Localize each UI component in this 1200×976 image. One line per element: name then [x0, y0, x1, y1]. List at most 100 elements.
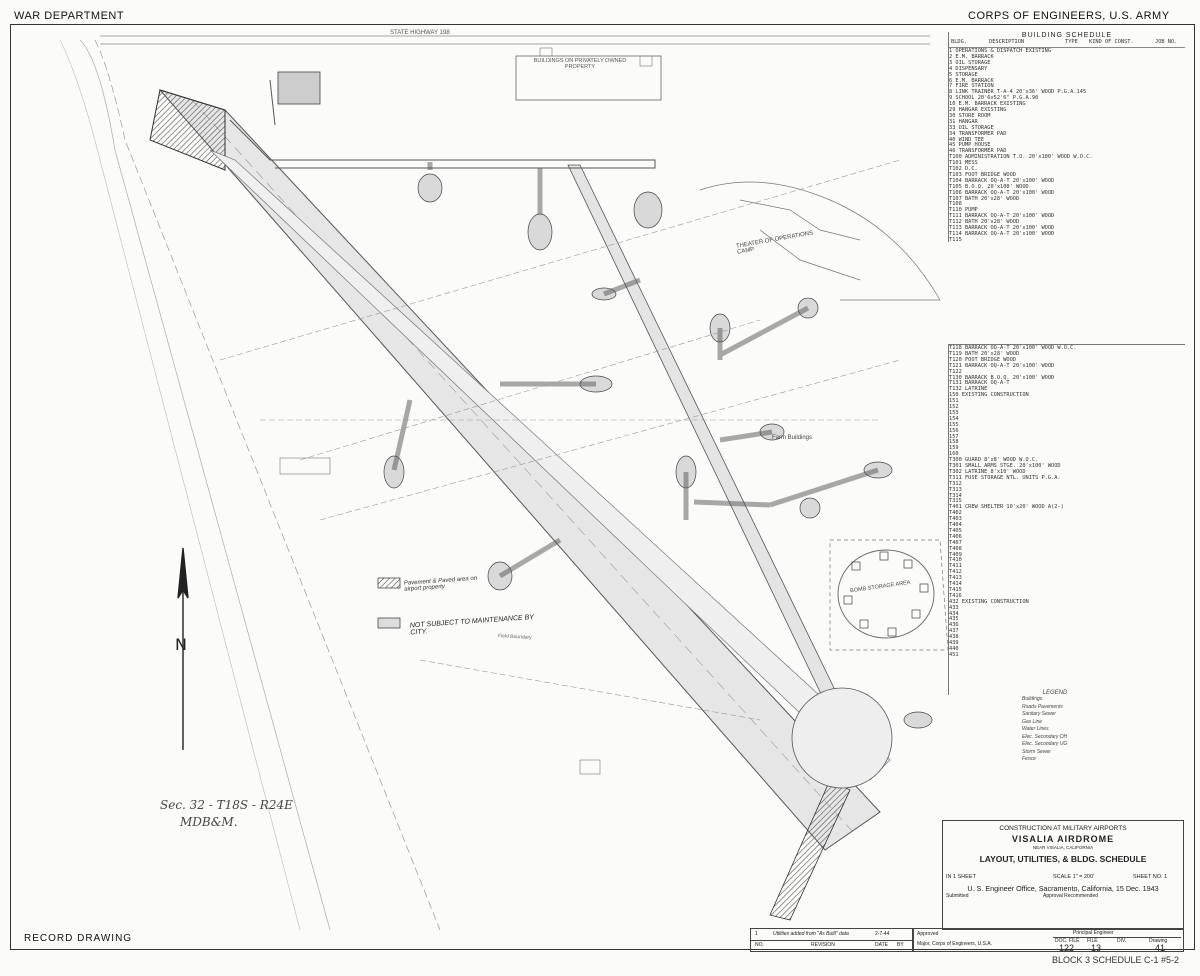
field-boundary-left [94, 39, 441, 931]
runway-hatched-end [149, 89, 226, 171]
col-type: TYPE [1065, 39, 1078, 45]
schedule-row: T131 BARRACK OQ-A-T [949, 380, 1010, 387]
header-right: CORPS OF ENGINEERS, U.S. ARMY [968, 10, 1170, 22]
schedule-row: T404 [949, 522, 962, 528]
revision-label-no: NO. [755, 942, 764, 948]
legend-item: Elec. Secondary UG [1022, 741, 1068, 747]
revision-label-rev: REVISION [811, 942, 835, 948]
schedule-top: BUILDING SCHEDULE BLDG. DESCRIPTION TYPE… [948, 32, 1185, 243]
schedule-row: 40 WIND TEE [949, 136, 985, 143]
legend-item: Gas Line [1022, 718, 1043, 725]
revision-label-by: BY [897, 942, 904, 948]
approval-recommended: Approval Recommended [1043, 893, 1099, 899]
section-label: Sec. 32 - T18S - R24E [160, 798, 293, 812]
schedule-row: 155 [949, 421, 959, 428]
misc-buildings [279, 47, 653, 775]
record-drawing: RECORD DRAWING [24, 933, 133, 944]
file-cells: DOC. FILE FILE DIV. Drawing 122 13 41 [1053, 937, 1181, 953]
revision-label-date: DATE [875, 942, 888, 948]
schedule-row: 4 DISPENSARY [949, 65, 988, 72]
schedule-row: 3 OIL STORAGE [949, 59, 991, 66]
north-label: N [175, 635, 187, 654]
schedule-title: BUILDING SCHEDULE [1021, 32, 1113, 39]
schedule-row: T411 [949, 563, 962, 570]
sheet-count: IN 1 SHEET [946, 874, 976, 880]
legend-item: Sanitary Sewer [1022, 711, 1056, 717]
schedule-row: 435 [949, 616, 959, 623]
utility-lines [219, 159, 901, 721]
legend-title: LEGEND [1042, 690, 1068, 696]
sheet-no: SHEET NO. 1 [1133, 874, 1168, 880]
hardstands [383, 173, 933, 729]
file-value-0: 122 [1059, 943, 1075, 953]
schedule-row: T104 BARRACK OQ-A-T 20'x100' WOOD [949, 177, 1055, 184]
schedule-row: 30 STORE ROOM [949, 112, 991, 119]
schedule-row: 432 EXISTING CONSTRUCTION [949, 598, 1029, 605]
approved-label: Approved [917, 931, 939, 937]
corps-label: Major, Corps of Engineers, U.S.A. [917, 941, 993, 947]
schedule-row: T408 [949, 545, 962, 552]
title-line3: NEAR VISALIA, CALIFORNIA [1032, 845, 1094, 850]
schedule-row: T100 ADMINISTRATION T.O. 20'x100' WOOD W… [949, 154, 1093, 161]
schedule-row: T415 [949, 586, 962, 593]
revision-block: 1 Utilities added from "As Built" data 2… [750, 928, 914, 952]
schedule-row: 437 [949, 628, 959, 635]
schedule-row: T302 LATRINE 8'x10' WOOD [949, 468, 1026, 475]
schedule-row: 157 [949, 433, 959, 440]
schedule-row: 7 FIRE STATION [949, 83, 994, 90]
schedule-row: 8 LINK TRAINER T-A-4 20'x36' WOOD P.G.A.… [949, 89, 1087, 96]
drawing-frame [10, 24, 1195, 950]
schedule-row: T130 BARRACK B.O.Q. 20'x100' WOOD [949, 374, 1055, 381]
revision-num: 1 [755, 931, 758, 937]
private-property [515, 55, 662, 101]
revision-date: 2-7-44 [875, 931, 890, 937]
schedule-row: 156 [949, 427, 959, 434]
schedule-row: T416 [949, 592, 962, 599]
schedule-row: T401 CREW SHELTER 10'x20' WOOD A(2-) [949, 504, 1064, 511]
note-swatch-plain [377, 617, 401, 629]
scale: SCALE 1" = 200' [1053, 874, 1095, 880]
schedule-row: T406 [949, 533, 962, 540]
schedule-row: T413 [949, 575, 962, 582]
schedule-row: T107 BATH 20'x28' WOOD [949, 195, 1020, 202]
road-left [79, 39, 331, 931]
schedule-bottom: T118 BARRACK OQ-A-T 20'x100' WOOD W.O.C.… [948, 344, 1185, 695]
schedule-row: T102 D.C. [949, 166, 978, 172]
schedule-row: T103 FOOT BRIDGE WOOD [949, 171, 1016, 178]
camp-area [699, 181, 941, 301]
file-label-0: DOC. FILE [1055, 938, 1080, 944]
schedule-row: T120 FOOT BRIDGE WOOD [949, 356, 1016, 363]
schedule-columns: BLDG. DESCRIPTION TYPE KIND OF CONST. JO… [949, 39, 1185, 48]
col-desc: DESCRIPTION [989, 39, 1025, 45]
private-property-label: BUILDINGS ON PRIVATELY OWNED PROPERTY [533, 58, 627, 70]
schedule-row: 45 PUMP HOUSE [949, 142, 991, 149]
chief-label: Principal Engineer [1073, 930, 1114, 936]
col-bldg: BLDG. [951, 39, 967, 45]
schedule-row: T315 [949, 498, 962, 505]
schedule-row: T311 FUSE STORAGE NTL. UNITS P.G.A. [949, 474, 1061, 481]
schedule-row: 1 OPERATIONS & DISPATCH EXISTING [949, 48, 1052, 54]
schedule-row: T111 BARRACK OQ-A-T 20'x100' WOOD [949, 213, 1055, 220]
schedule-row: T108 [949, 201, 962, 208]
office-line: U. S. Engineer Office, Sacramento, Calif… [967, 884, 1159, 893]
file-label-1: FILE [1087, 938, 1098, 944]
file-label-2: DIV. [1117, 938, 1127, 944]
road-left-2 [59, 39, 301, 931]
file-label-3: Drawing [1149, 938, 1168, 944]
legend-item: Storm Sewer [1022, 748, 1051, 755]
schedule-row: T301 SMALL ARMS STGE. 20'x100' WOOD [949, 463, 1061, 469]
title-block: CONSTRUCTION AT MILITARY AIRPORTS VISALI… [942, 820, 1184, 930]
schedule-row: 151 [949, 398, 959, 405]
schedule-row: 150 EXISTING CONSTRUCTION [949, 392, 1029, 399]
hardstand-taxiways [391, 162, 879, 579]
schedule-row: 6 E.M. BARRACK [949, 77, 994, 84]
submitted: Submitted [946, 893, 969, 899]
schedule-bottom-rows: T118 BARRACK OQ-A-T 20'x100' WOOD W.O.C.… [949, 345, 1185, 693]
schedule-row: 159 [949, 445, 959, 452]
approval-row: Submitted Approval Recommended [943, 893, 1183, 901]
schedule-row: T121 BARRACK OQ-A-T 20'x100' WOOD [949, 362, 1055, 369]
schedule-row: 451 [949, 651, 959, 658]
legend-item: Fence [1022, 756, 1036, 762]
